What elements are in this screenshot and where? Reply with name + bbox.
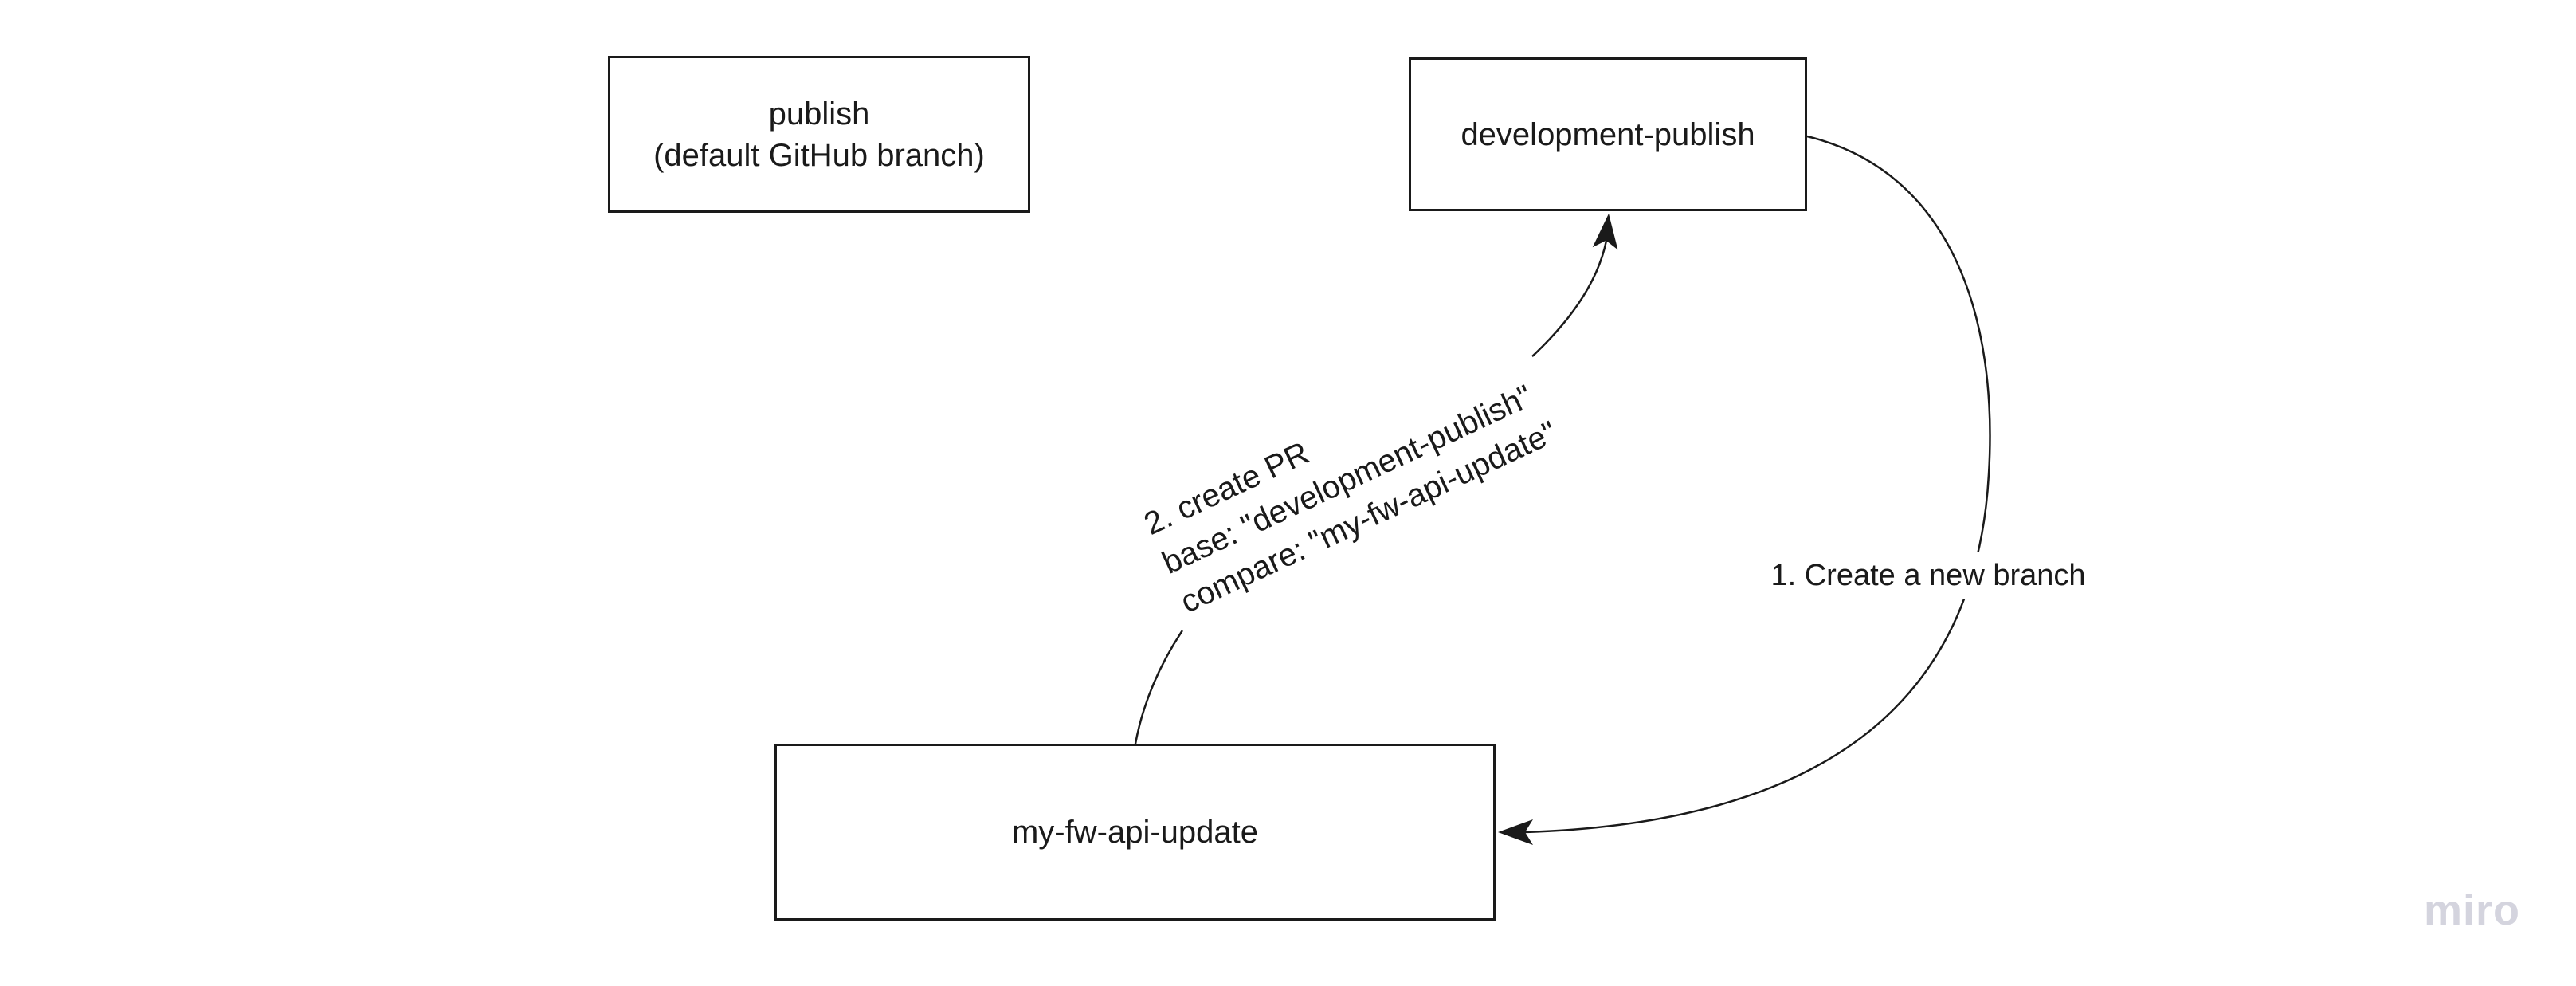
branch-node-my-fw-api-update-label: my-fw-api-update [1011, 815, 1258, 850]
branch-node-development-publish-label: development-publish [1461, 116, 1755, 152]
connector-create-branch-arrowhead [1498, 819, 1533, 845]
miro-watermark: miro [2423, 886, 2520, 934]
branch-node-publish[interactable]: publish (default GitHub branch) [608, 56, 1030, 213]
branch-node-my-fw-api-update[interactable]: my-fw-api-update [774, 744, 1496, 921]
branch-node-development-publish[interactable]: development-publish [1409, 57, 1807, 211]
branch-node-publish-label: publish (default GitHub branch) [653, 96, 985, 173]
connector-create-branch[interactable] [1524, 135, 1991, 834]
edge-label-create-branch[interactable]: 1. Create a new branch [1761, 552, 2096, 599]
connector-create-pr-arrowhead [1592, 214, 1618, 250]
